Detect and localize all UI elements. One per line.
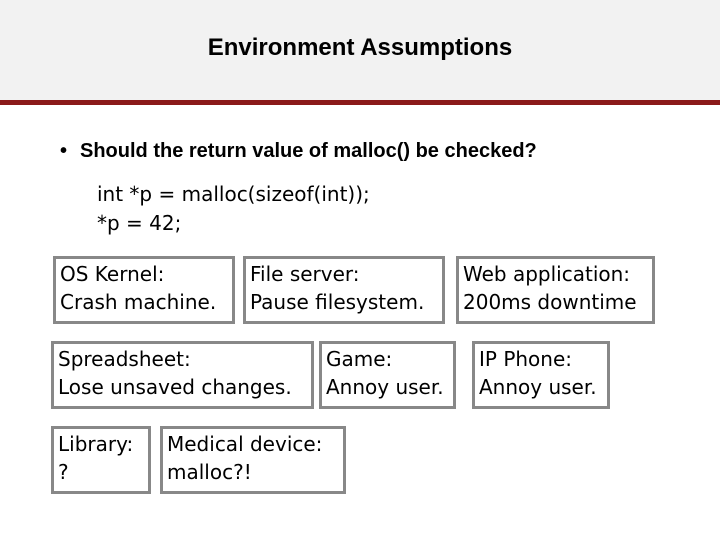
bullet-icon: • [60,140,68,162]
case-consequence: ? [58,460,69,484]
title-band [0,0,720,100]
bullet-item: • Should the return value of malloc() be … [60,140,537,163]
case-label: OS Kernel: [60,262,165,286]
case-label: File server: [250,262,360,286]
case-spreadsheet: Spreadsheet: Lose unsaved changes. [51,341,314,409]
case-consequence: 200ms downtime [463,290,637,314]
case-label: Spreadsheet: [58,347,191,371]
code-snippet: int *p = malloc(sizeof(int)); *p = 42; [97,180,370,238]
case-consequence: Crash machine. [60,290,217,314]
case-consequence: Annoy user. [479,375,597,399]
bullet-text: Should the return value of malloc() be c… [80,140,537,162]
case-medical-device: Medical device: malloc?! [160,426,346,494]
case-web-application: Web application: 200ms downtime [456,256,655,324]
case-label: Library: [58,432,134,456]
code-line: *p = 42; [97,211,182,235]
case-library: Library: ? [51,426,151,494]
case-label: Web application: [463,262,631,286]
case-label: IP Phone: [479,347,573,371]
case-label: Game: [326,347,393,371]
code-line: int *p = malloc(sizeof(int)); [97,182,370,206]
case-consequence: malloc?! [167,460,252,484]
case-game: Game: Annoy user. [319,341,456,409]
case-consequence: Pause filesystem. [250,290,425,314]
case-consequence: Lose unsaved changes. [58,375,292,399]
slide-title: Environment Assumptions [207,34,513,61]
case-file-server: File server: Pause filesystem. [243,256,445,324]
case-label: Medical device: [167,432,323,456]
case-ip-phone: IP Phone: Annoy user. [472,341,610,409]
case-os-kernel: OS Kernel: Crash machine. [53,256,235,324]
case-consequence: Annoy user. [326,375,444,399]
title-divider [0,100,720,105]
